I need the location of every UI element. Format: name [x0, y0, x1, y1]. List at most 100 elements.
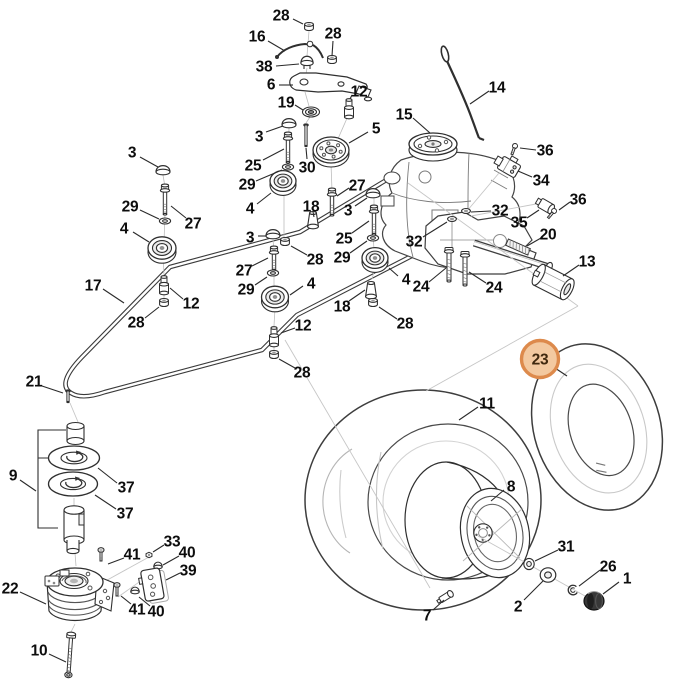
part-grommet-38 — [300, 55, 314, 69]
callout-20-27[interactable]: 20 — [526, 227, 557, 247]
callout-10-52[interactable]: 10 — [31, 643, 67, 663]
part-bolt-24 — [443, 247, 455, 283]
callout-32-22[interactable]: 32 — [470, 203, 509, 220]
callout-4-37[interactable]: 4 — [120, 221, 150, 243]
callout-24-29[interactable]: 24 — [413, 267, 447, 296]
callout-23-66[interactable]: 23 — [519, 338, 568, 380]
svg-text:3: 3 — [344, 203, 353, 220]
callout-25-16[interactable]: 25 — [336, 220, 370, 248]
callout-31-61[interactable]: 31 — [534, 539, 575, 562]
callout-3-14[interactable]: 3 — [344, 197, 368, 220]
callout-28-20[interactable]: 28 — [378, 306, 414, 333]
callout-4-18[interactable]: 4 — [388, 267, 411, 289]
callout-12-38[interactable]: 12 — [169, 287, 200, 313]
part-switch-34 — [493, 155, 521, 178]
part-hub-cap-1 — [583, 591, 605, 611]
part-screw-36 — [546, 208, 557, 220]
callout-18-15[interactable]: 18 — [303, 199, 320, 218]
svg-text:22: 22 — [2, 581, 19, 598]
callout-33-54[interactable]: 33 — [152, 534, 181, 553]
callout-13-28[interactable]: 13 — [562, 254, 596, 277]
callout-29-11[interactable]: 29 — [239, 169, 283, 194]
callout-28-39[interactable]: 28 — [128, 306, 160, 332]
callout-28-46[interactable]: 28 — [278, 358, 311, 382]
callout-26-62[interactable]: 26 — [578, 559, 617, 587]
part-pin-21 — [65, 389, 71, 404]
callout-37-49[interactable]: 37 — [97, 467, 135, 497]
callout-3-40[interactable]: 3 — [246, 230, 266, 247]
callout-21-47[interactable]: 21 — [26, 374, 64, 394]
part-nut-32 — [461, 207, 471, 215]
callout-32-21[interactable]: 32 — [406, 221, 448, 251]
callout-2-64[interactable]: 2 — [514, 580, 544, 616]
callout-9-48[interactable]: 9 — [9, 468, 37, 492]
callout-29-43[interactable]: 29 — [238, 276, 268, 299]
callout-25-9[interactable]: 25 — [245, 148, 285, 175]
callout-3-7[interactable]: 3 — [255, 125, 284, 146]
callout-4-44[interactable]: 4 — [289, 276, 316, 296]
part-nut-28 — [280, 236, 290, 247]
svg-text:9: 9 — [9, 468, 18, 485]
svg-text:24: 24 — [486, 280, 503, 297]
svg-text:1: 1 — [623, 571, 632, 588]
callout-27-42[interactable]: 27 — [236, 257, 269, 280]
callout-29-17[interactable]: 29 — [334, 240, 368, 267]
callout-5-8[interactable]: 5 — [348, 121, 381, 144]
svg-text:5: 5 — [372, 121, 381, 138]
callout-14-32[interactable]: 14 — [469, 80, 506, 105]
callout-7-65[interactable]: 7 — [423, 599, 445, 625]
svg-text:41: 41 — [129, 602, 146, 619]
part-spindle-group-9 — [37, 429, 66, 529]
part-spacer-18 — [306, 210, 320, 230]
callout-17-33[interactable]: 17 — [85, 278, 125, 304]
callout-38-3[interactable]: 38 — [256, 59, 300, 76]
part-bracket-39 — [138, 567, 169, 604]
callout-40-55[interactable]: 40 — [162, 545, 196, 566]
highlight-badge[interactable] — [519, 338, 561, 380]
callout-28-0[interactable]: 28 — [273, 8, 304, 25]
callout-18-19[interactable]: 18 — [334, 289, 366, 316]
callout-1-63[interactable]: 1 — [602, 571, 632, 595]
callout-8-60[interactable]: 8 — [490, 479, 516, 502]
callout-39-56[interactable]: 39 — [165, 563, 197, 581]
callout-15-31[interactable]: 15 — [396, 107, 431, 134]
callout-28-41[interactable]: 28 — [290, 245, 324, 269]
callout-34-24[interactable]: 34 — [517, 170, 550, 190]
svg-text:36: 36 — [570, 192, 587, 209]
callout-12-6[interactable]: 12 — [349, 84, 368, 101]
callout-3-34[interactable]: 3 — [128, 145, 159, 168]
part-bolt-25 — [282, 131, 294, 164]
part-roll-pin-20 — [504, 238, 532, 256]
callout-40-58[interactable]: 40 — [138, 596, 165, 621]
part-cap-3 — [155, 165, 171, 176]
part-idler-pulley-4 — [269, 169, 297, 196]
callout-6-4[interactable]: 6 — [267, 77, 293, 94]
callout-36-26[interactable]: 36 — [558, 192, 587, 211]
callout-4-12[interactable]: 4 — [246, 192, 272, 218]
callout-16-1[interactable]: 16 — [249, 29, 286, 52]
part-engine-pulley-15 — [408, 132, 458, 162]
callout-35-25[interactable]: 35 — [511, 209, 540, 232]
callout-28-2[interactable]: 28 — [325, 26, 342, 57]
part-cap-3 — [365, 188, 381, 199]
callout-27-36[interactable]: 27 — [170, 205, 202, 233]
callout-27-13[interactable]: 27 — [336, 178, 366, 197]
part-washer-29 — [158, 217, 172, 225]
callout-11-59[interactable]: 11 — [458, 396, 496, 421]
callout-22-51[interactable]: 22 — [2, 581, 47, 605]
callout-12-45[interactable]: 12 — [280, 318, 312, 335]
part-bolt-27 — [268, 245, 280, 272]
callout-24-30[interactable]: 24 — [468, 271, 503, 297]
svg-text:18: 18 — [303, 199, 320, 216]
callout-37-50[interactable]: 37 — [94, 494, 134, 523]
callout-19-5[interactable]: 19 — [278, 95, 304, 112]
callout-29-35[interactable]: 29 — [122, 199, 160, 220]
callout-41-57[interactable]: 41 — [120, 595, 146, 619]
svg-text:29: 29 — [238, 282, 255, 299]
callout-30-10[interactable]: 30 — [299, 147, 316, 177]
part-nut-33 — [145, 551, 153, 559]
callout-36-23[interactable]: 36 — [519, 143, 554, 160]
svg-text:12: 12 — [295, 318, 312, 335]
callout-41-53[interactable]: 41 — [107, 547, 141, 565]
